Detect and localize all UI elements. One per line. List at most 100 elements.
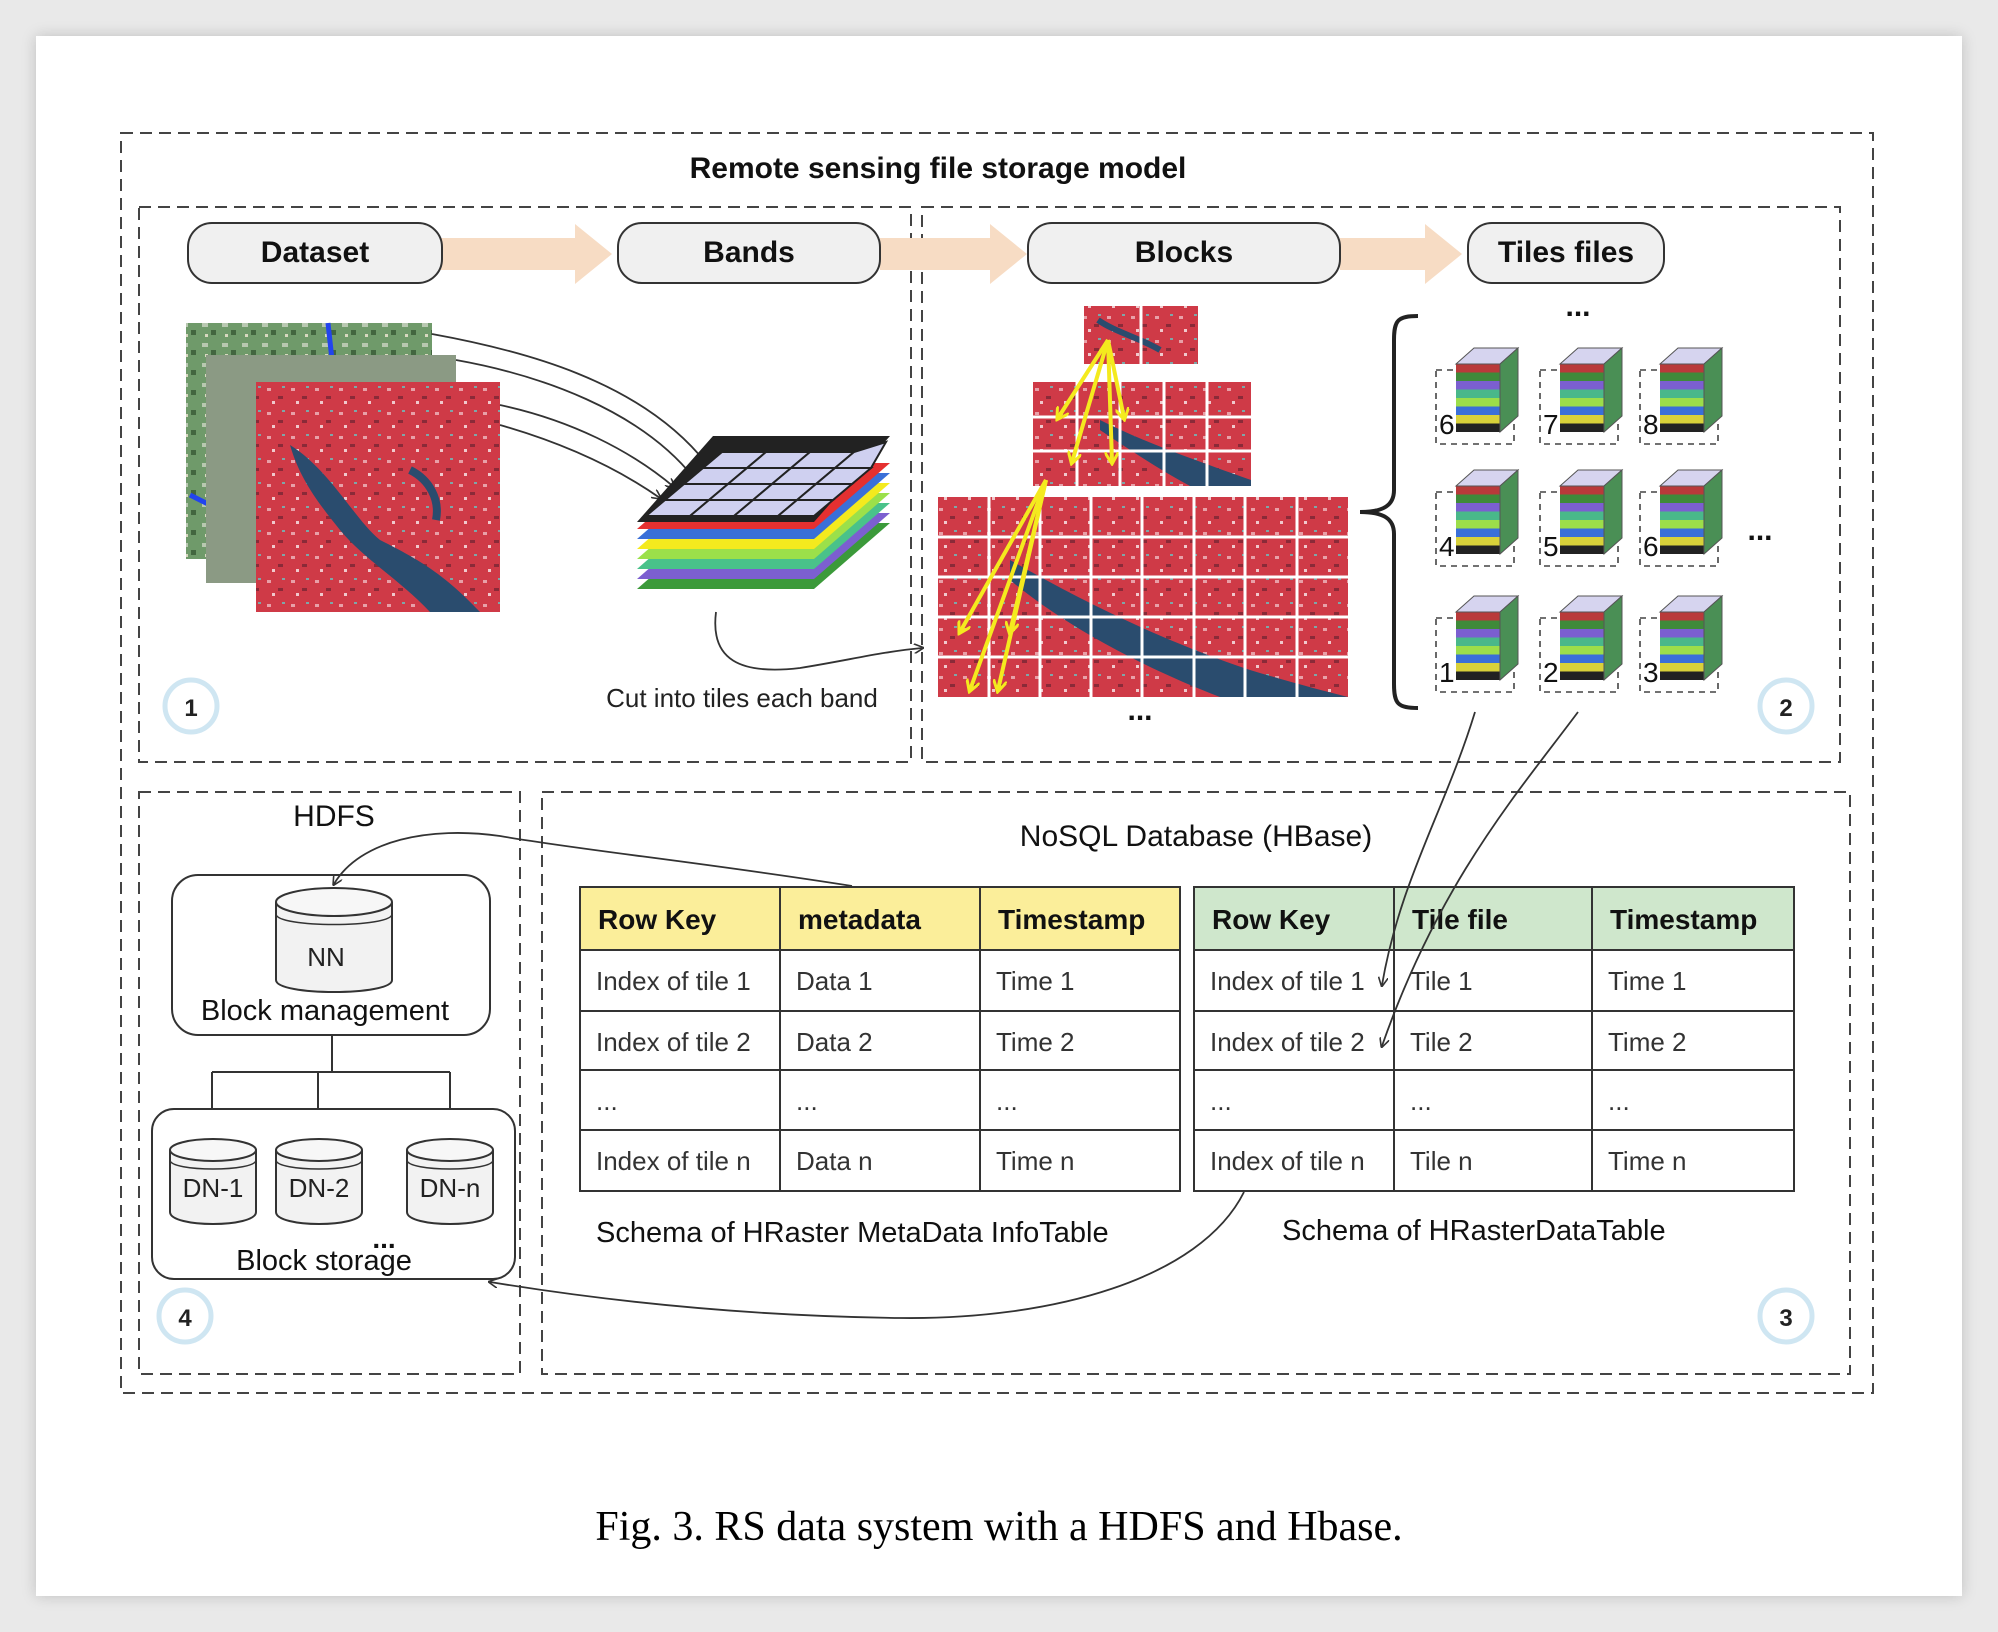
- tiles-ellipsis-right: ...: [1747, 514, 1772, 547]
- data-table-to-storage-arrow: [490, 1191, 1245, 1319]
- cut-label: Cut into tiles each band: [606, 683, 878, 713]
- metadata-to-hdfs-arrow: [334, 832, 853, 886]
- tile-cubes: 6 7 8 4 5 6 1 2 3: [1435, 346, 1724, 693]
- meta-table-cell: ...: [596, 1086, 618, 1116]
- tile-number: 2: [1543, 657, 1559, 688]
- meta-table-cell: ...: [996, 1086, 1018, 1116]
- block-management-label: Block management: [201, 995, 449, 1027]
- data-table-cell: ...: [1410, 1086, 1432, 1116]
- meta-table-cell: Data 1: [796, 966, 873, 996]
- dataset-images: [186, 322, 500, 612]
- meta-table-cell: Time 2: [996, 1027, 1075, 1057]
- namenode-label: NN: [307, 942, 345, 972]
- data-table-cell: Tile 1: [1410, 966, 1473, 996]
- pill-dataset-label: Dataset: [261, 236, 369, 269]
- tile-number: 6: [1643, 531, 1659, 562]
- tiles-brace: [1359, 314, 1419, 710]
- pill-tiles-files: Tiles files: [1467, 222, 1665, 284]
- tile-number: 1: [1439, 657, 1455, 688]
- meta-table-caption: Schema of HRaster MetaData InfoTable: [596, 1217, 1109, 1249]
- block-pyramid: [938, 306, 1348, 697]
- datanode-2-label: DN-2: [289, 1173, 350, 1203]
- meta-table-cell: Index of tile 2: [596, 1027, 751, 1057]
- meta-table-cell: Index of tile n: [596, 1146, 751, 1176]
- tile-cube: 1: [1435, 594, 1520, 693]
- figure-caption: Fig. 3. RS data system with a HDFS and H…: [595, 1504, 1403, 1550]
- meta-table-cell: Index of tile 1: [596, 966, 751, 996]
- band-stack: [637, 436, 890, 589]
- cut-arrow: [714, 611, 922, 671]
- model-title: Remote sensing file storage model: [690, 152, 1187, 185]
- data-table-cell: Tile 2: [1410, 1027, 1473, 1057]
- tiles-to-index1-arrow: [1382, 711, 1476, 985]
- section-number-4: 4: [178, 1305, 192, 1332]
- section-2-frame: [921, 206, 1841, 763]
- section-3-frame: [541, 791, 1851, 1375]
- pyramid-arrows: [960, 338, 1124, 690]
- section-badge-1: 1: [162, 677, 220, 735]
- section-number-2: 2: [1779, 695, 1792, 722]
- section-1-frame: [138, 206, 912, 763]
- data-table-cell: Tile n: [1410, 1146, 1473, 1176]
- datanode-n-cylinder: DN-n: [406, 1138, 494, 1225]
- datanode-n-label: DN-n: [420, 1173, 481, 1203]
- tile-number: 7: [1543, 409, 1559, 440]
- data-table-cell: Index of tile 1: [1210, 966, 1365, 996]
- data-table-header: Row Key: [1212, 904, 1331, 935]
- pill-bands: Bands: [617, 222, 881, 284]
- tile-number: 4: [1439, 531, 1455, 562]
- blocks-ellipsis: ...: [1127, 694, 1152, 727]
- section-badge-2: 2: [1757, 677, 1815, 735]
- data-table-caption: Schema of HRasterDataTable: [1282, 1215, 1666, 1247]
- connector-arrows: [334, 711, 1579, 1319]
- datanode-1-label: DN-1: [183, 1173, 244, 1203]
- data-table-cell: Time n: [1608, 1146, 1687, 1176]
- tile-cube: 2: [1539, 594, 1624, 693]
- tile-cube: 8: [1639, 346, 1724, 445]
- data-table-header: Timestamp: [1610, 904, 1757, 935]
- hbase-title: NoSQL Database (HBase): [1020, 820, 1372, 853]
- tile-cube: 6: [1435, 346, 1520, 445]
- data-table-cell: Time 1: [1608, 966, 1687, 996]
- section-4-frame: [138, 791, 521, 1375]
- tile-cube: 5: [1539, 468, 1624, 567]
- data-table-cell: Index of tile 2: [1210, 1027, 1365, 1057]
- tile-number: 6: [1439, 409, 1455, 440]
- pill-bands-label: Bands: [703, 236, 795, 269]
- outer-frame: [120, 132, 1874, 1394]
- section-number-1: 1: [184, 695, 197, 722]
- pipeline-arrows: [440, 224, 1462, 284]
- tile-cube: 3: [1639, 594, 1724, 693]
- datanode-1-cylinder: DN-1: [169, 1138, 257, 1225]
- data-table-cell: Index of tile n: [1210, 1146, 1365, 1176]
- figure-card: [36, 36, 1962, 1596]
- tiles-ellipsis-top: ...: [1565, 290, 1590, 323]
- datanode-2-cylinder: DN-2: [275, 1138, 363, 1225]
- hdfs-title: HDFS: [293, 800, 375, 833]
- data-table-header: Tile file: [1412, 904, 1508, 935]
- tile-number: 3: [1643, 657, 1659, 688]
- tile-number: 5: [1543, 531, 1559, 562]
- meta-table-cell: Time n: [996, 1146, 1075, 1176]
- data-table-cell: Time 2: [1608, 1027, 1687, 1057]
- tile-cube: 7: [1539, 346, 1624, 445]
- tiles-to-index2-arrow: [1382, 711, 1579, 1046]
- meta-table-header: metadata: [798, 904, 921, 935]
- section-number-3: 3: [1779, 1305, 1792, 1332]
- pill-dataset: Dataset: [187, 222, 443, 284]
- meta-table-header: Row Key: [598, 904, 717, 935]
- pill-blocks: Blocks: [1027, 222, 1341, 284]
- data-table-cell: ...: [1608, 1086, 1630, 1116]
- section-badge-3: 3: [1757, 1287, 1815, 1345]
- section-badge-4: 4: [156, 1287, 214, 1345]
- pill-blocks-label: Blocks: [1135, 236, 1233, 269]
- namenode-cylinder: NN: [275, 887, 393, 993]
- tile-cube: 4: [1435, 468, 1520, 567]
- meta-table-cell: Data 2: [796, 1027, 873, 1057]
- tile-cube: 6: [1639, 468, 1724, 567]
- block-storage-label: Block storage: [236, 1245, 412, 1277]
